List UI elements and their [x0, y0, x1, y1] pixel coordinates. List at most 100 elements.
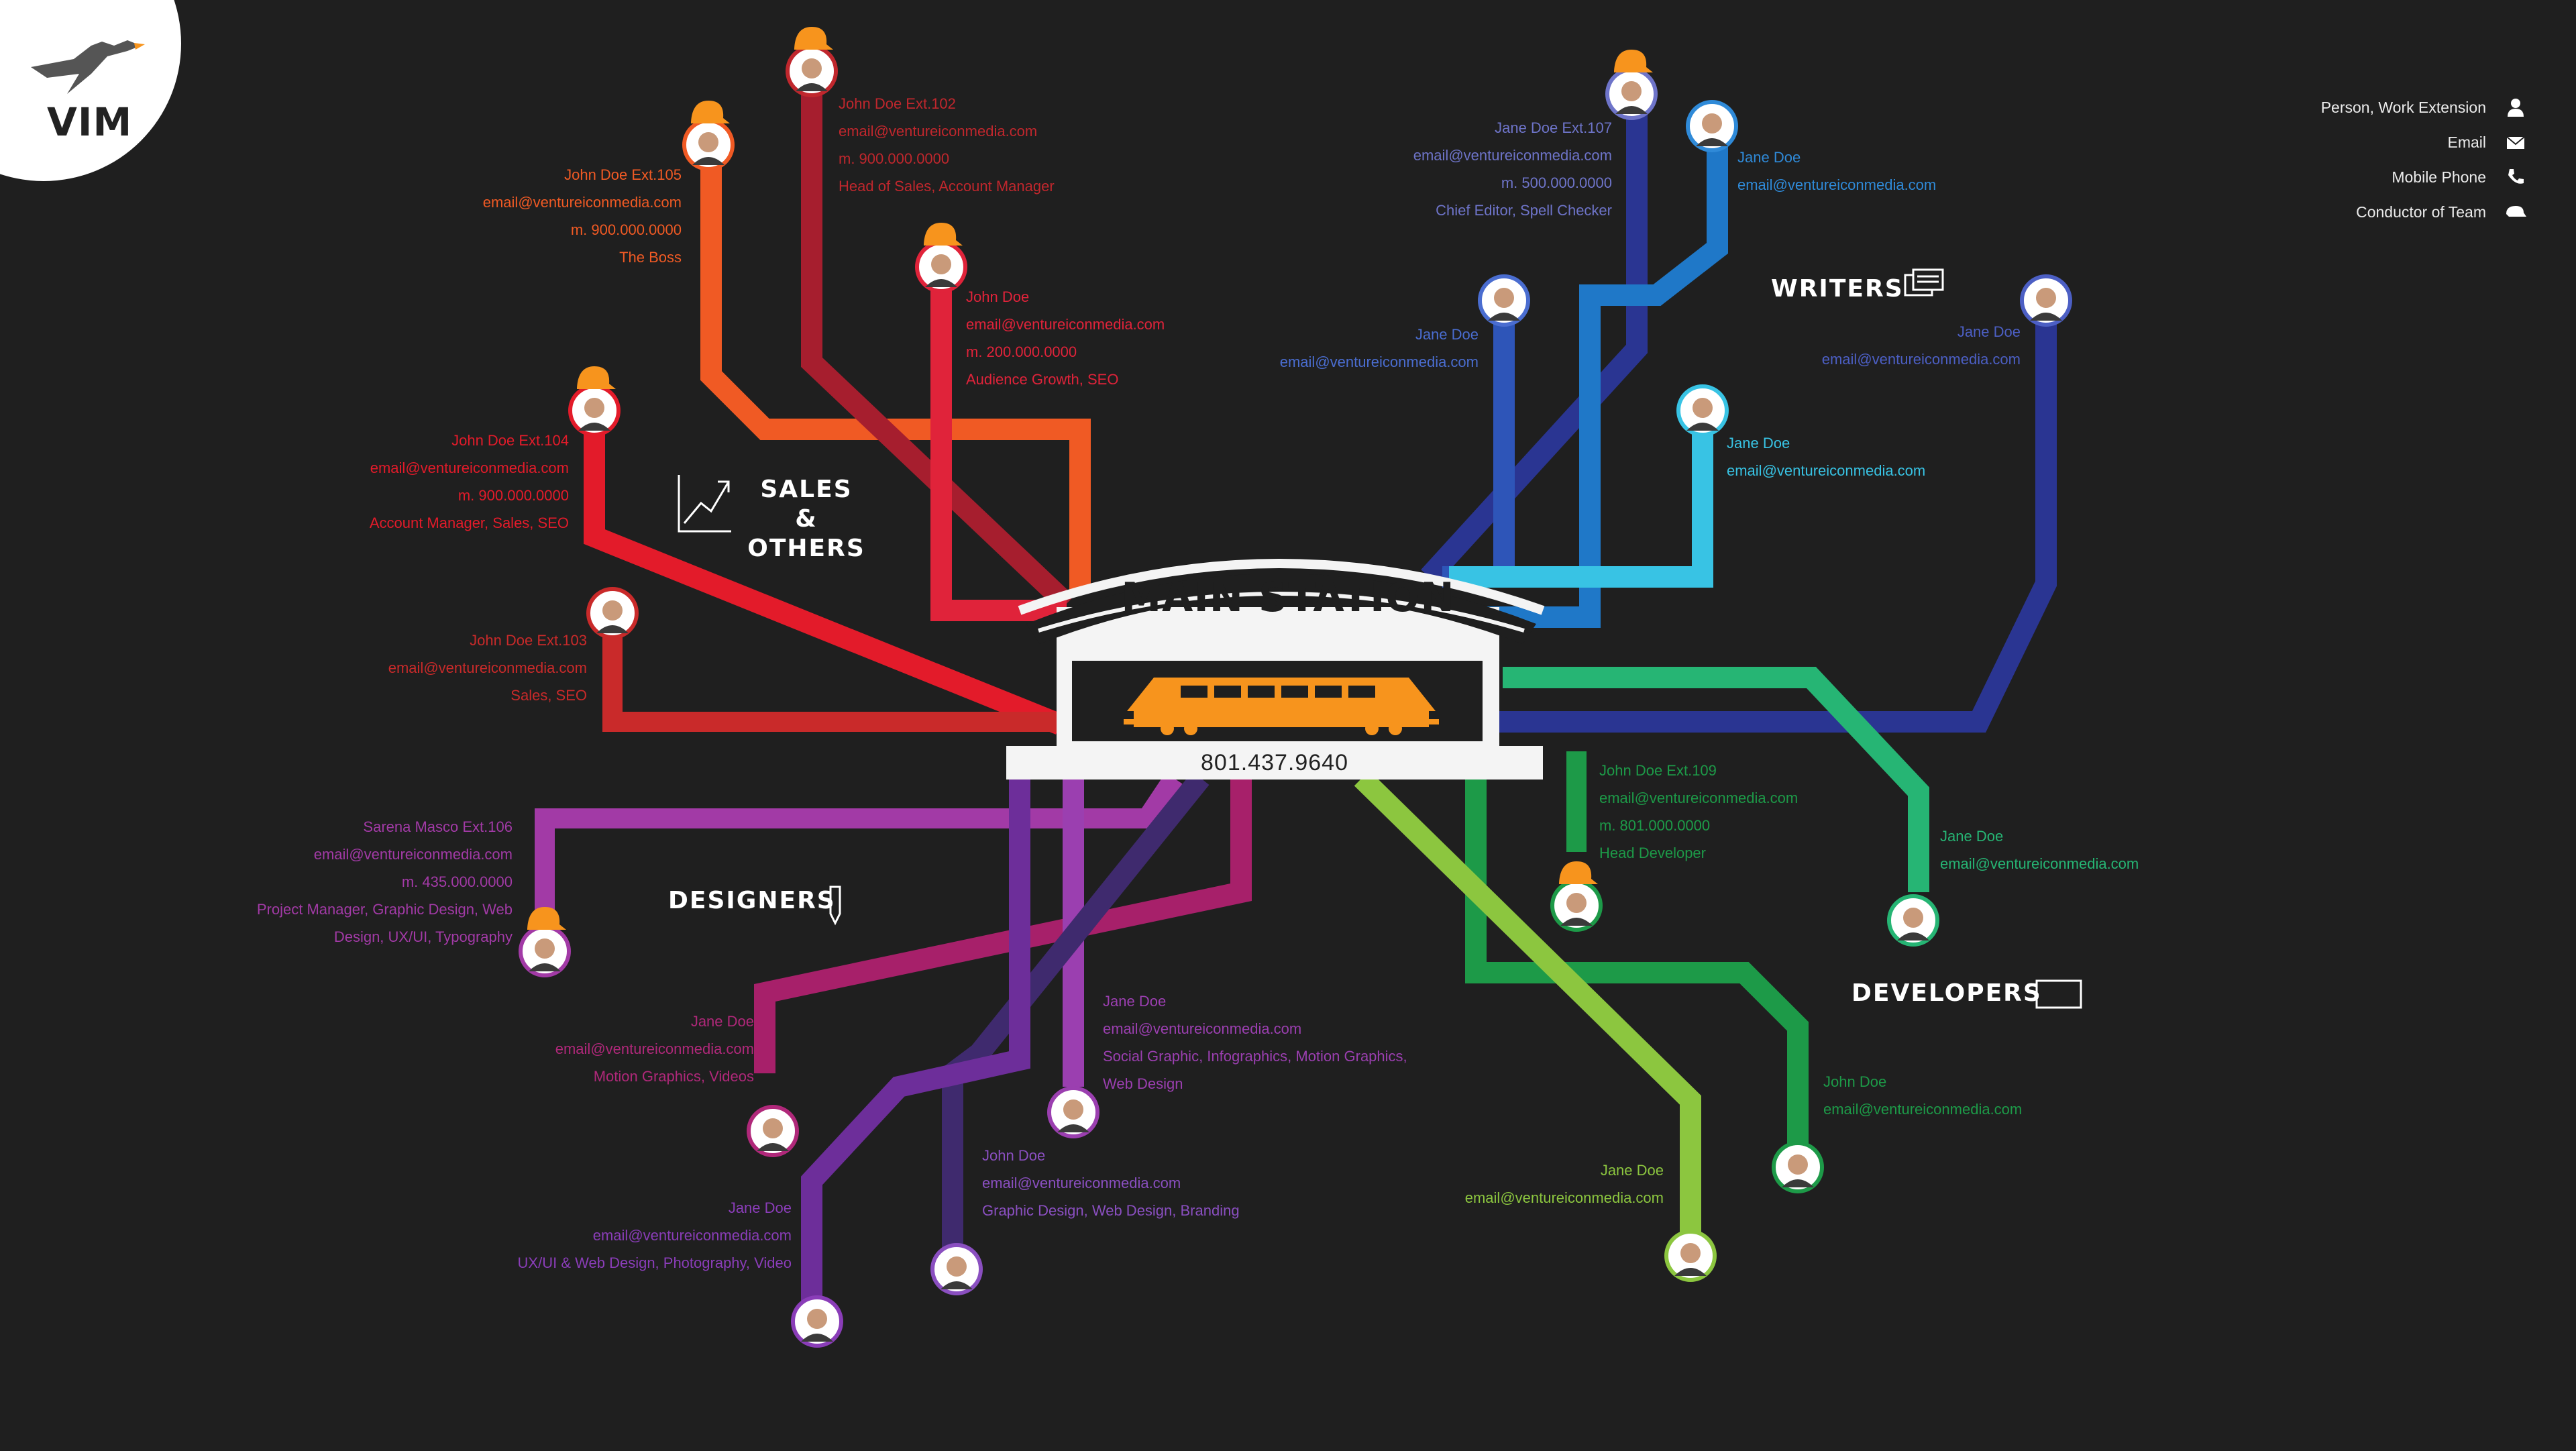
- avatar-face: [763, 1118, 783, 1138]
- email-link[interactable]: email@ventureiconmedia.com: [1464, 1189, 1664, 1206]
- logo-text: VIM: [47, 99, 133, 145]
- person-info: John Doe email@ventureiconmedia.com: [1823, 1068, 2022, 1123]
- email-link[interactable]: email@ventureiconmedia.com: [555, 1040, 754, 1057]
- person-station[interactable]: [1664, 1230, 1717, 1282]
- line-dev-2: [1465, 778, 1809, 1154]
- person-station[interactable]: [1676, 384, 1729, 437]
- email-link[interactable]: email@ventureiconmedia.com: [1279, 354, 1479, 370]
- avatar-face: [2036, 288, 2056, 308]
- team-developers-label: DEVELOPERS: [1851, 979, 2042, 1007]
- person-name: John Doe Ext.105: [564, 166, 682, 183]
- avatar-face: [602, 600, 623, 621]
- team-writers-label: WRITERS: [1771, 275, 1904, 303]
- person-station[interactable]: [930, 1243, 983, 1295]
- person-station[interactable]: [1478, 274, 1530, 327]
- avatar-face: [802, 58, 822, 78]
- person-station[interactable]: [1550, 861, 1603, 932]
- avatar-body: [1488, 313, 1520, 321]
- line-writer-1: [1469, 127, 1728, 628]
- avatar-body: [1696, 138, 1728, 146]
- line-designer-1: [754, 778, 1252, 1073]
- person-station[interactable]: [568, 366, 621, 437]
- person-name: John Doe Ext.109: [1599, 762, 1717, 779]
- person-station[interactable]: [747, 1105, 799, 1157]
- person-detail: Social Graphic, Infographics, Motion Gra…: [1103, 1048, 1407, 1065]
- avatar-face: [535, 938, 555, 959]
- person-detail: Web Design: [1103, 1075, 1183, 1092]
- legend-label: Conductor of Team: [2356, 203, 2486, 221]
- person-detail: Audience Growth, SEO: [966, 371, 1119, 388]
- avatar-body: [796, 83, 828, 91]
- person-name: John Doe: [982, 1147, 1046, 1164]
- email-link[interactable]: email@ventureiconmedia.com: [1940, 855, 2139, 872]
- email-link[interactable]: email@ventureiconmedia.com: [1413, 147, 1612, 164]
- bird-logo-icon: [31, 40, 145, 94]
- person-name: John Doe Ext.102: [839, 95, 956, 112]
- person-name: Jane Doe: [690, 1013, 754, 1030]
- person-detail: Head of Sales, Account Manager: [839, 178, 1055, 195]
- person-station[interactable]: [586, 587, 639, 639]
- email-link[interactable]: email@ventureiconmedia.com: [482, 194, 682, 211]
- email-link[interactable]: email@ventureiconmedia.com: [1727, 462, 1926, 479]
- train-icon: [1124, 678, 1439, 735]
- legend-row: Person, Work Extension: [2058, 90, 2528, 125]
- person-detail: m. 200.000.0000: [966, 343, 1077, 360]
- email-link[interactable]: email@ventureiconmedia.com: [592, 1227, 792, 1244]
- email-icon: [2504, 130, 2528, 154]
- email-link[interactable]: email@ventureiconmedia.com: [982, 1175, 1181, 1191]
- sales-chart-icon: [678, 475, 731, 533]
- email-link[interactable]: email@ventureiconmedia.com: [1737, 176, 1937, 193]
- line-designer-4: [801, 778, 1030, 1308]
- avatar-body: [925, 279, 957, 287]
- person-detail: m. 900.000.0000: [570, 221, 682, 238]
- person-station[interactable]: [1047, 1086, 1099, 1138]
- person-station[interactable]: [1887, 894, 1939, 947]
- avatar-face: [931, 254, 951, 274]
- team-sales-label: SALES & OTHERS: [747, 476, 865, 562]
- conductor-hat-icon: [1559, 861, 1598, 884]
- person-detail: m. 900.000.0000: [839, 150, 950, 167]
- email-link[interactable]: email@ventureiconmedia.com: [388, 659, 587, 676]
- main-station-phone[interactable]: 801.437.9640: [1006, 746, 1543, 780]
- email-link[interactable]: email@ventureiconmedia.com: [966, 316, 1165, 333]
- person-station[interactable]: [786, 27, 838, 97]
- person-station[interactable]: [1605, 50, 1658, 120]
- email-link[interactable]: email@ventureiconmedia.com: [1103, 1020, 1302, 1037]
- email-link[interactable]: email@ventureiconmedia.com: [1821, 351, 2021, 368]
- person-detail: The Boss: [619, 249, 682, 266]
- email-link[interactable]: email@ventureiconmedia.com: [313, 846, 513, 863]
- person-station[interactable]: [915, 223, 967, 293]
- line-dev-1: [1503, 667, 1929, 892]
- person-icon: [2504, 95, 2528, 119]
- person-station[interactable]: [1686, 100, 1738, 152]
- person-name: John Doe: [1823, 1073, 1887, 1090]
- line-head-of-sales: [801, 94, 1075, 612]
- email-link[interactable]: email@ventureiconmedia.com: [839, 123, 1038, 140]
- person-station[interactable]: [1772, 1141, 1824, 1193]
- avatar-face: [947, 1256, 967, 1277]
- conductor-hat-icon: [794, 27, 833, 50]
- avatar-body: [578, 423, 610, 431]
- avatar-body: [529, 963, 561, 971]
- line-the-boss: [700, 148, 1091, 590]
- person-station[interactable]: [791, 1295, 843, 1348]
- person-station[interactable]: [519, 907, 571, 977]
- email-link[interactable]: email@ventureiconmedia.com: [370, 460, 569, 476]
- email-link[interactable]: email@ventureiconmedia.com: [1823, 1101, 2023, 1118]
- person-station[interactable]: [682, 101, 735, 171]
- avatar-face: [1903, 908, 1923, 928]
- legend-label: Email: [2447, 133, 2486, 151]
- person-detail: m. 500.000.0000: [1501, 174, 1612, 191]
- conductor-hat-icon: [1614, 50, 1653, 72]
- email-link[interactable]: email@ventureiconmedia.com: [1599, 790, 1799, 806]
- person-station[interactable]: [2020, 274, 2072, 327]
